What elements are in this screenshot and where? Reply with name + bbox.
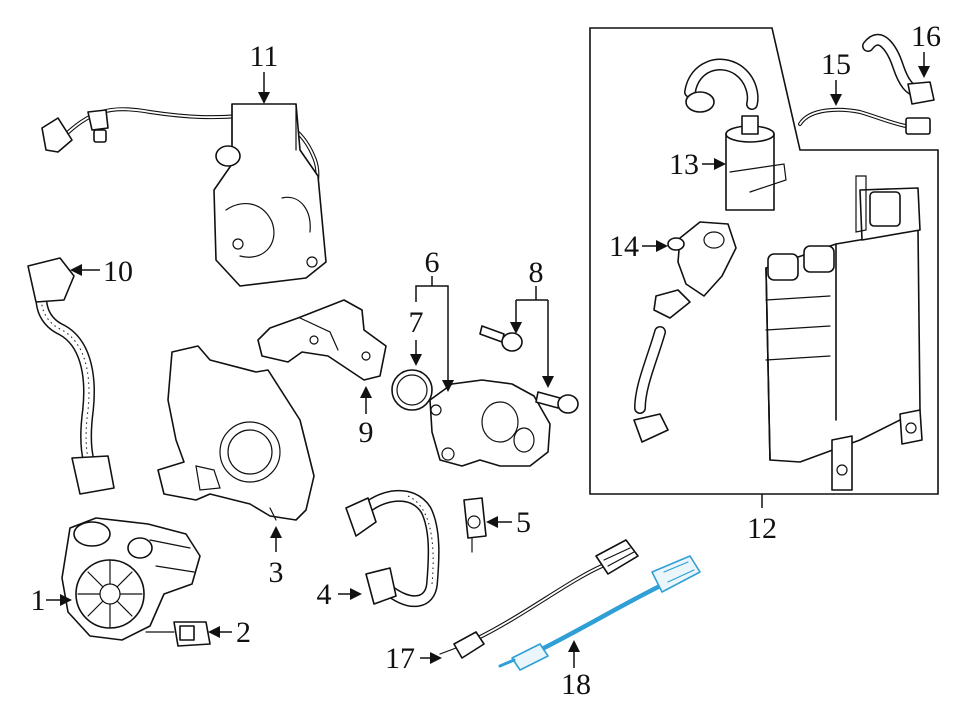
callout-12[interactable]: 12 (747, 512, 777, 545)
part-5-sensor[interactable] (463, 497, 487, 553)
part-18-oxygen-sensor[interactable] (498, 555, 701, 671)
part-17-oxygen-sensor[interactable] (439, 539, 639, 659)
part-4-formed-hose[interactable] (345, 490, 440, 608)
callout-1[interactable]: 1 (31, 584, 46, 617)
part-3-heat-shield[interactable] (157, 345, 315, 521)
callout-8[interactable]: 8 (529, 256, 544, 289)
part-11-secondary-air-valve[interactable] (41, 103, 327, 287)
leader-lines (46, 52, 930, 668)
part-16-hose[interactable] (862, 33, 935, 105)
callout-16[interactable]: 16 (911, 20, 941, 53)
callout-2[interactable]: 2 (236, 616, 251, 649)
callout-18[interactable]: 18 (561, 668, 591, 701)
callout-10[interactable]: 10 (103, 255, 133, 288)
part-7-o-ring[interactable] (391, 369, 433, 411)
part-12-charcoal-canister[interactable] (765, 175, 923, 491)
part-9-bracket[interactable] (257, 299, 387, 381)
callout-3[interactable]: 3 (269, 556, 284, 589)
part-13-filter[interactable] (684, 58, 787, 211)
callout-6[interactable]: 6 (425, 246, 440, 279)
part-10-corrugated-hose[interactable] (27, 257, 115, 495)
callout-11[interactable]: 11 (250, 40, 279, 73)
part-15-line[interactable] (798, 107, 931, 135)
callout-5[interactable]: 5 (516, 506, 531, 539)
callout-13[interactable]: 13 (669, 148, 699, 181)
part-8-bolts[interactable] (479, 325, 579, 414)
part-1-air-pump[interactable] (61, 517, 201, 641)
part-6-combi-valve[interactable] (429, 379, 551, 467)
part-12-group-box (589, 27, 939, 495)
callout-15[interactable]: 15 (821, 48, 851, 81)
callout-9[interactable]: 9 (359, 416, 374, 449)
callout-7[interactable]: 7 (409, 306, 424, 339)
callout-14[interactable]: 14 (609, 230, 639, 263)
callout-labels: 11 10 6 7 8 9 3 1 2 4 5 12 13 14 15 16 1… (31, 20, 942, 701)
part-14-purge-valve[interactable] (633, 221, 737, 443)
callout-17[interactable]: 17 (385, 642, 415, 675)
callout-4[interactable]: 4 (317, 578, 332, 611)
part-2-connector[interactable] (145, 621, 211, 647)
